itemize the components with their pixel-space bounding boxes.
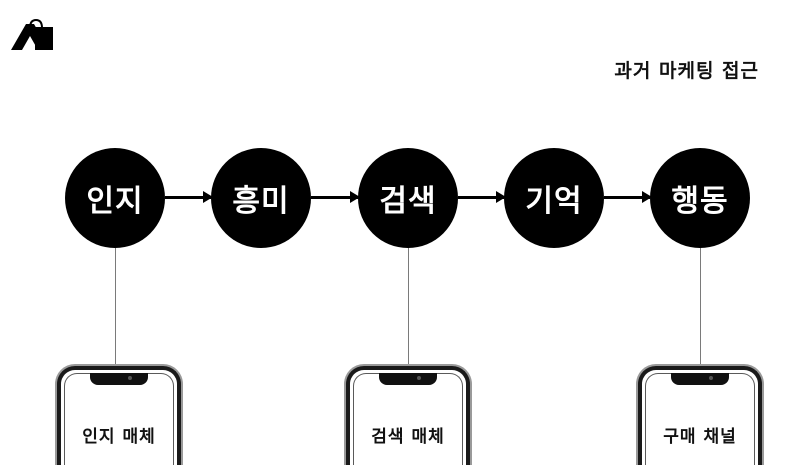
arrow-head-icon [642, 191, 652, 203]
flow-step-action: 행동 [650, 148, 750, 248]
camera-icon [709, 376, 713, 380]
phone-screen: 구매 채널 [645, 373, 755, 465]
flow-arrow [311, 191, 360, 203]
camera-icon [128, 376, 132, 380]
page-title: 과거 마케팅 접근 [614, 60, 759, 82]
connector-line [700, 248, 701, 366]
phone-screen: 검색 매체 [353, 373, 463, 465]
device-label-purchase-channel: 구매 채널 [663, 427, 737, 447]
flow-arrow [604, 191, 652, 203]
arrow-head-icon [203, 191, 213, 203]
phone-notch [379, 373, 437, 385]
brand-logo-icon [11, 18, 53, 50]
flow-arrow [458, 191, 506, 203]
camera-icon [417, 376, 421, 380]
connector-line [115, 248, 116, 366]
phone-screen: 인지 매체 [64, 373, 174, 465]
flow-step-search: 검색 [358, 148, 458, 248]
flow-step-interest: 흥미 [211, 148, 311, 248]
flow-step-awareness: 인지 [65, 148, 165, 248]
phone-notch [90, 373, 148, 385]
device-label-search-media: 검색 매체 [371, 427, 445, 447]
connector-line [408, 248, 409, 366]
smartphone-icon: 인지 매체 [57, 366, 181, 465]
smartphone-icon: 검색 매체 [346, 366, 470, 465]
device-label-awareness-media: 인지 매체 [82, 427, 156, 447]
smartphone-icon: 구매 채널 [638, 366, 762, 465]
phone-notch [671, 373, 729, 385]
flow-arrow [165, 191, 213, 203]
arrow-head-icon [350, 191, 360, 203]
arrow-head-icon [496, 191, 506, 203]
flow-step-memory: 기억 [504, 148, 604, 248]
